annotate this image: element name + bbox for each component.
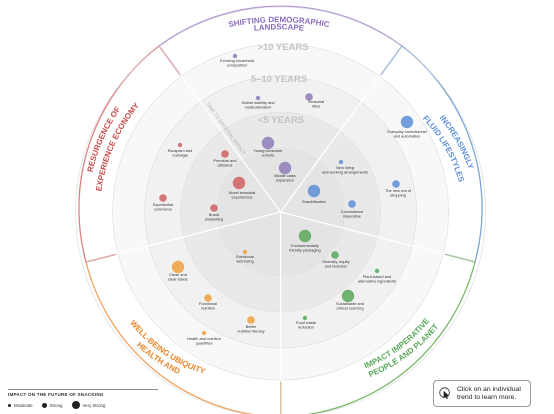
very-strong-impact-dot[interactable] [171,260,185,274]
very-strong-impact-dot[interactable] [278,161,292,175]
very-strong-impact-dot[interactable] [400,115,414,129]
moderate-impact-dot[interactable] [201,330,207,336]
strong-impact-dot[interactable] [392,180,400,188]
quadrant-dividers [116,75,445,380]
horizon-far-label: >10 YEARS [257,42,308,53]
legend-very-strong: Very Strong [71,401,106,409]
strong-impact-dot[interactable] [348,200,356,208]
moderate-impact-dot[interactable] [255,95,261,101]
strong-impact-dot[interactable] [305,93,313,101]
strong-impact-dot [41,402,47,408]
strong-impact-dot[interactable] [204,294,212,302]
moderate-impact-dot[interactable] [374,268,380,274]
impact-legend: IMPACT ON THE FUTURE OF SNACKING Moderat… [8,389,158,409]
legend-moderate: Moderate [8,403,33,408]
very-strong-impact-dot[interactable] [232,176,246,190]
legend-items: Moderate Strong Very Strong [8,401,158,409]
outer-dividers [85,45,476,414]
very-strong-impact-dot[interactable] [261,136,275,150]
strong-impact-dot[interactable] [221,150,229,158]
cursor-click-icon [439,387,450,400]
very-strong-impact-dot[interactable] [298,229,312,243]
legend-strong-label: Strong [49,402,63,408]
very-strong-impact-dot[interactable] [341,289,355,303]
trend-label[interactable]: Snackification [302,199,326,204]
horizon-near-label: <5 YEARS [258,115,304,126]
moderate-impact-dot[interactable] [177,142,183,148]
quadrant-title-demographic-2: LANDSCAPE [253,22,305,32]
strong-impact-dot[interactable] [247,316,255,324]
moderate-impact-dot[interactable] [242,249,248,255]
outer-boundary-ring [75,6,486,414]
strong-impact-dot[interactable] [159,194,167,202]
strong-impact-dot[interactable] [210,204,218,212]
moderate-impact-dot[interactable] [338,159,344,165]
moderate-impact-dot[interactable] [232,53,238,59]
horizon-mid-label: 5–10 YEARS [251,74,307,85]
strong-impact-dot[interactable] [331,251,339,259]
legend-very-strong-label: Very Strong [82,402,106,408]
very-strong-impact-dot[interactable] [307,184,321,198]
legend-title: IMPACT ON THE FUTURE OF SNACKING [8,389,158,397]
legend-moderate-label: Moderate [14,402,33,408]
legend-strong: Strong [41,402,63,408]
moderate-impact-dot[interactable] [302,315,308,321]
moderate-impact-dot [8,403,11,407]
trend-item[interactable]: Snackification [302,184,326,204]
click-hint: Click on an individual trend to learn mo… [433,380,531,407]
hint-text: Click on an individual trend to learn mo… [457,385,521,401]
very-strong-impact-dot [71,401,80,409]
